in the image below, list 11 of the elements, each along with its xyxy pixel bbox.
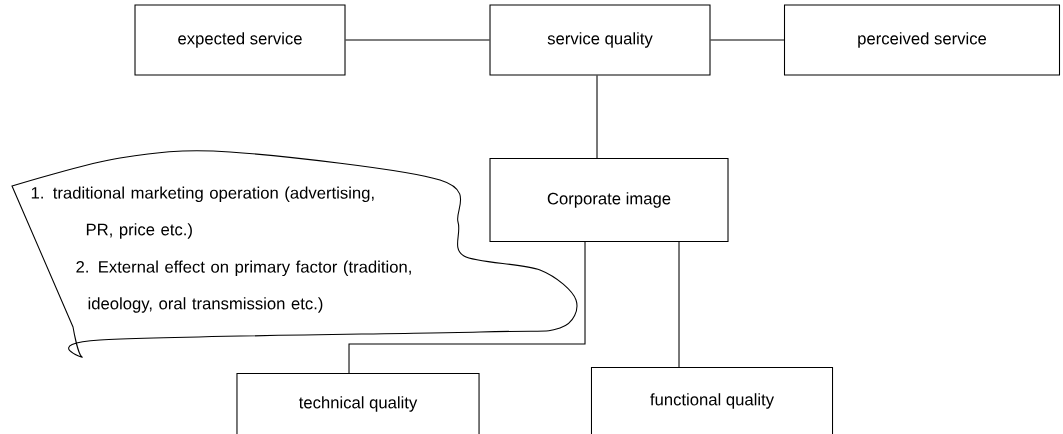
connector-line: [596, 75, 598, 159]
process-box: perceived service: [783, 4, 1061, 76]
connector-line: [345, 39, 490, 41]
process-box: functional quality: [590, 366, 834, 434]
connector-line: [710, 39, 785, 41]
process-box: technical quality: [236, 372, 480, 434]
connector-line: [348, 241, 586, 374]
process-box: Corporate image: [489, 157, 729, 243]
process-box: expected service: [134, 4, 346, 76]
process-box: service quality: [489, 4, 711, 76]
connector-line: [678, 241, 680, 368]
